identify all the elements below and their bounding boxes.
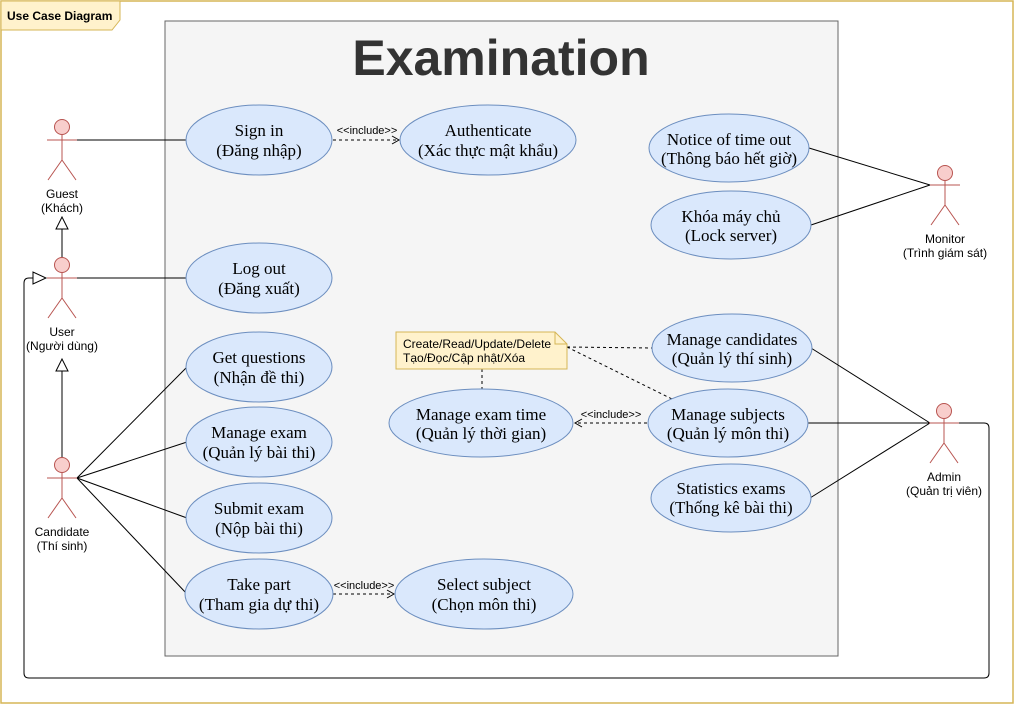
assoc-candidate-takepart — [76, 477, 188, 595]
notice-time-out-label: Notice of time out — [667, 130, 791, 149]
take-part-sublabel: (Tham gia dự thi) — [199, 595, 319, 614]
select-subject-label: Select subject — [437, 575, 531, 594]
usecase-lock-server[interactable] — [650, 190, 812, 260]
authenticate-label: Authenticate — [445, 121, 532, 140]
lock-server-sublabel: (Lock server) — [685, 226, 777, 245]
actor-guest[interactable] — [47, 119, 77, 181]
usecase-sign-in[interactable] — [185, 104, 333, 176]
actor-monitor[interactable] — [930, 165, 960, 226]
usecase-submit-exam[interactable] — [185, 482, 333, 554]
manage-exam-time-label: Manage exam time — [416, 405, 546, 424]
guest-head-icon — [54, 119, 70, 135]
usecase-select-subject[interactable] — [394, 558, 574, 630]
admin-user-generalization-line — [23, 277, 990, 679]
get-questions-sublabel: (Nhận đề thi) — [214, 368, 305, 387]
candidate-head-icon — [54, 457, 70, 473]
usecase-authenticate[interactable] — [399, 104, 577, 176]
assoc-admin-statistics — [809, 422, 931, 499]
guest-sub: (Khách) — [41, 201, 83, 215]
candidate-name: Candidate — [35, 525, 90, 539]
admin-name: Admin — [927, 470, 961, 484]
submit-exam-label: Submit exam — [214, 499, 304, 518]
gen-user-guest-head — [55, 215, 69, 230]
note-line-2: Tạo/Đọc/Cập nhật/Xóa — [403, 351, 525, 365]
manage-exam-sublabel: (Quản lý bài thi) — [203, 443, 316, 462]
submit-exam-sublabel: (Nộp bài thi) — [215, 519, 303, 538]
manage-candidates-label: Manage candidates — [667, 330, 798, 349]
sign-in-label: Sign in — [235, 121, 284, 140]
monitor-name: Monitor — [925, 232, 965, 246]
include-dependencies — [333, 135, 673, 599]
actor-candidate[interactable] — [47, 457, 77, 519]
guest-name: Guest — [46, 187, 79, 201]
crud-note-fold — [554, 332, 567, 345]
statistics-exams-label: Statistics exams — [676, 479, 785, 498]
notice-time-out-sublabel: (Thông báo hết giờ) — [661, 149, 797, 168]
get-questions-label: Get questions — [212, 348, 305, 367]
authenticate-sublabel: (Xác thực mật khẩu) — [418, 141, 558, 160]
usecase-notice-time-out[interactable] — [648, 113, 810, 183]
assoc-candidate-getquestions — [76, 366, 188, 479]
frame-tag — [0, 0, 121, 31]
manage-exam-time-sublabel: (Quản lý thời gian) — [416, 424, 546, 443]
actor-admin[interactable] — [929, 403, 959, 464]
usecase-manage-candidates[interactable] — [651, 313, 813, 383]
lock-server-label: Khóa máy chủ — [681, 207, 781, 226]
associations — [23, 139, 990, 679]
gen-admin-user-head — [32, 271, 48, 285]
admin-body-icon — [929, 419, 959, 464]
user-body-icon — [47, 273, 77, 319]
manage-subjects-sublabel: (Quản lý môn thi) — [667, 424, 789, 443]
candidate-body-icon — [47, 473, 77, 519]
assoc-candidate-manageexam — [76, 441, 188, 479]
user-sub: (Người dùng) — [26, 339, 98, 353]
usecase-get-questions[interactable] — [185, 331, 333, 403]
usecase-manage-subjects[interactable] — [647, 388, 809, 458]
assoc-admin-candidates — [810, 347, 931, 424]
frame-label: Use Case Diagram — [7, 9, 112, 23]
actor-user[interactable] — [47, 257, 77, 319]
monitor-body-icon — [930, 181, 960, 226]
assoc-monitor-notice — [808, 147, 931, 186]
include-label-takepart: <<include>> — [334, 580, 395, 592]
gen-candidate-user-head — [55, 357, 69, 372]
statistics-exams-sublabel: (Thống kê bài thi) — [669, 498, 792, 517]
guest-body-icon — [47, 135, 77, 181]
user-head-icon — [54, 257, 70, 273]
select-subject-sublabel: (Chọn môn thi) — [432, 595, 537, 614]
note-link-candidates — [566, 346, 653, 349]
usecase-log-out[interactable] — [185, 242, 333, 314]
log-out-sublabel: (Đăng xuất) — [218, 279, 300, 298]
note-line-1: Create/Read/Update/Delete — [403, 337, 551, 351]
usecases — [184, 104, 813, 630]
system-title: Examination — [352, 30, 649, 86]
crud-note — [395, 331, 568, 370]
usecase-manage-exam[interactable] — [185, 406, 333, 478]
usecase-take-part[interactable] — [184, 558, 334, 630]
include-label-signin: <<include>> — [337, 125, 398, 137]
generalizations — [32, 215, 69, 458]
include-label-subjects: <<include>> — [581, 409, 642, 421]
usecase-manage-exam-time[interactable] — [388, 388, 574, 458]
candidate-sub: (Thí sinh) — [37, 539, 88, 553]
log-out-label: Log out — [232, 259, 286, 278]
manage-exam-label: Manage exam — [211, 423, 307, 442]
admin-sub: (Quản trị viên) — [906, 484, 982, 498]
user-name: User — [49, 325, 74, 339]
sign-in-sublabel: (Đăng nhập) — [216, 141, 301, 160]
monitor-head-icon — [937, 165, 953, 181]
assoc-monitor-lock — [810, 184, 931, 226]
manage-candidates-sublabel: (Quản lý thí sinh) — [672, 349, 792, 368]
assoc-candidate-submitexam — [76, 477, 188, 519]
usecase-labels: Sign in (Đăng nhập) Authenticate (Xác th… — [199, 121, 797, 614]
usecase-statistics-exams[interactable] — [650, 463, 812, 533]
monitor-sub: (Trình giám sát) — [903, 246, 987, 260]
manage-subjects-label: Manage subjects — [671, 405, 785, 424]
admin-head-icon — [936, 403, 952, 419]
note-link-subjects — [566, 346, 673, 400]
take-part-label: Take part — [227, 575, 291, 594]
